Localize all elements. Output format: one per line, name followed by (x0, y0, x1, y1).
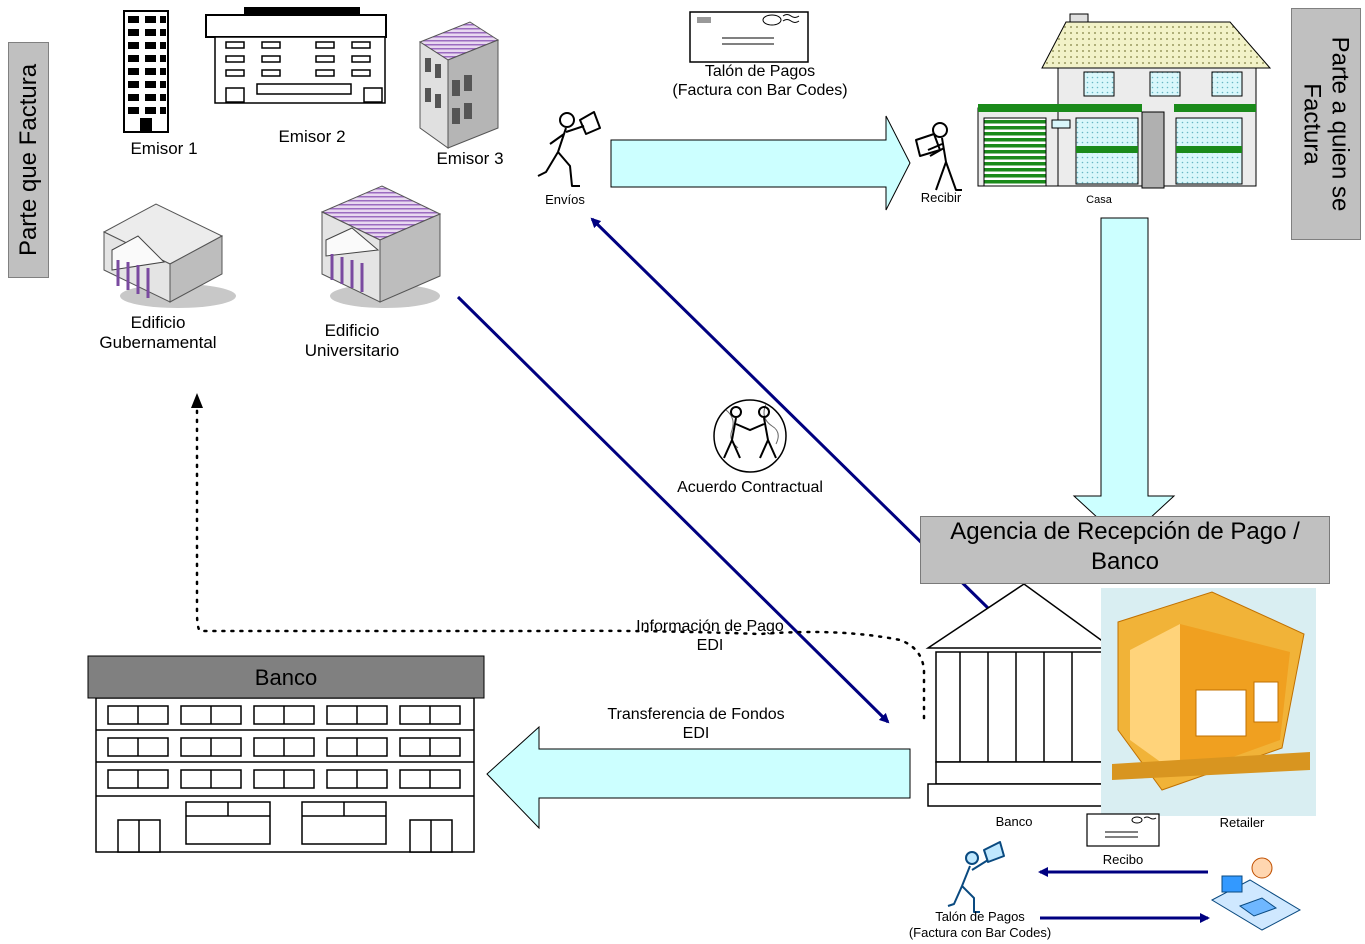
bank-temple-label: Banco (995, 814, 1033, 829)
university-building-icon (320, 185, 442, 308)
payment-slip-label: Talón de Pagos(Factura con Bar Codes) (672, 63, 848, 100)
receiver-person-icon (915, 122, 962, 191)
emisor2-label: Emisor 2 (278, 127, 346, 146)
contract-globe-icon (713, 399, 787, 473)
government-building-icon (102, 203, 236, 308)
emisor1-building-icon (123, 10, 169, 133)
emisor1-label: Emisor 1 (130, 139, 198, 158)
retailer-label: Retailer (1219, 815, 1265, 830)
payment-agency-box: Agencia de Recepción de Pago /Banco (920, 516, 1330, 584)
customer-person-icon (947, 841, 1005, 913)
envelope-icon (689, 11, 809, 63)
bank-roof-banner (87, 655, 485, 699)
retailer-store-image (1101, 588, 1316, 816)
retailer-clerk-icon (1210, 857, 1302, 931)
payment-info-dotted-path (195, 402, 926, 720)
sender-person-icon (537, 111, 601, 187)
emisor3-building-icon (418, 21, 500, 149)
university-to-bank-arrow (456, 295, 890, 724)
bank-building-icon (95, 697, 475, 853)
contract-label: Acuerdo Contractual (677, 479, 823, 496)
emisor2-building-icon (205, 7, 387, 104)
billing-party-sidebar: Parte que Factura (8, 42, 49, 278)
envios-label: Envíos (545, 192, 585, 207)
emisor3-label: Emisor 3 (436, 149, 504, 168)
receipt-label: Recibo (1102, 852, 1144, 867)
bank-temple-icon (925, 583, 1115, 807)
billing-party-label: Parte que Factura (14, 63, 42, 257)
casa-label: Casa (1086, 194, 1112, 206)
receipt-envelope-icon (1086, 813, 1160, 847)
house-icon (977, 13, 1272, 189)
delivery-arrow (610, 115, 911, 211)
recibir-label: Recibir (920, 190, 962, 205)
dotted-arrow-head (191, 393, 203, 408)
bank-building-label: Banco (254, 665, 318, 690)
funds-transfer-arrow (486, 725, 911, 830)
bottom-payment-slip-label: Talón de Pagos(Factura con Bar Codes) (908, 909, 1052, 940)
payment-arrow-down (1072, 217, 1176, 543)
